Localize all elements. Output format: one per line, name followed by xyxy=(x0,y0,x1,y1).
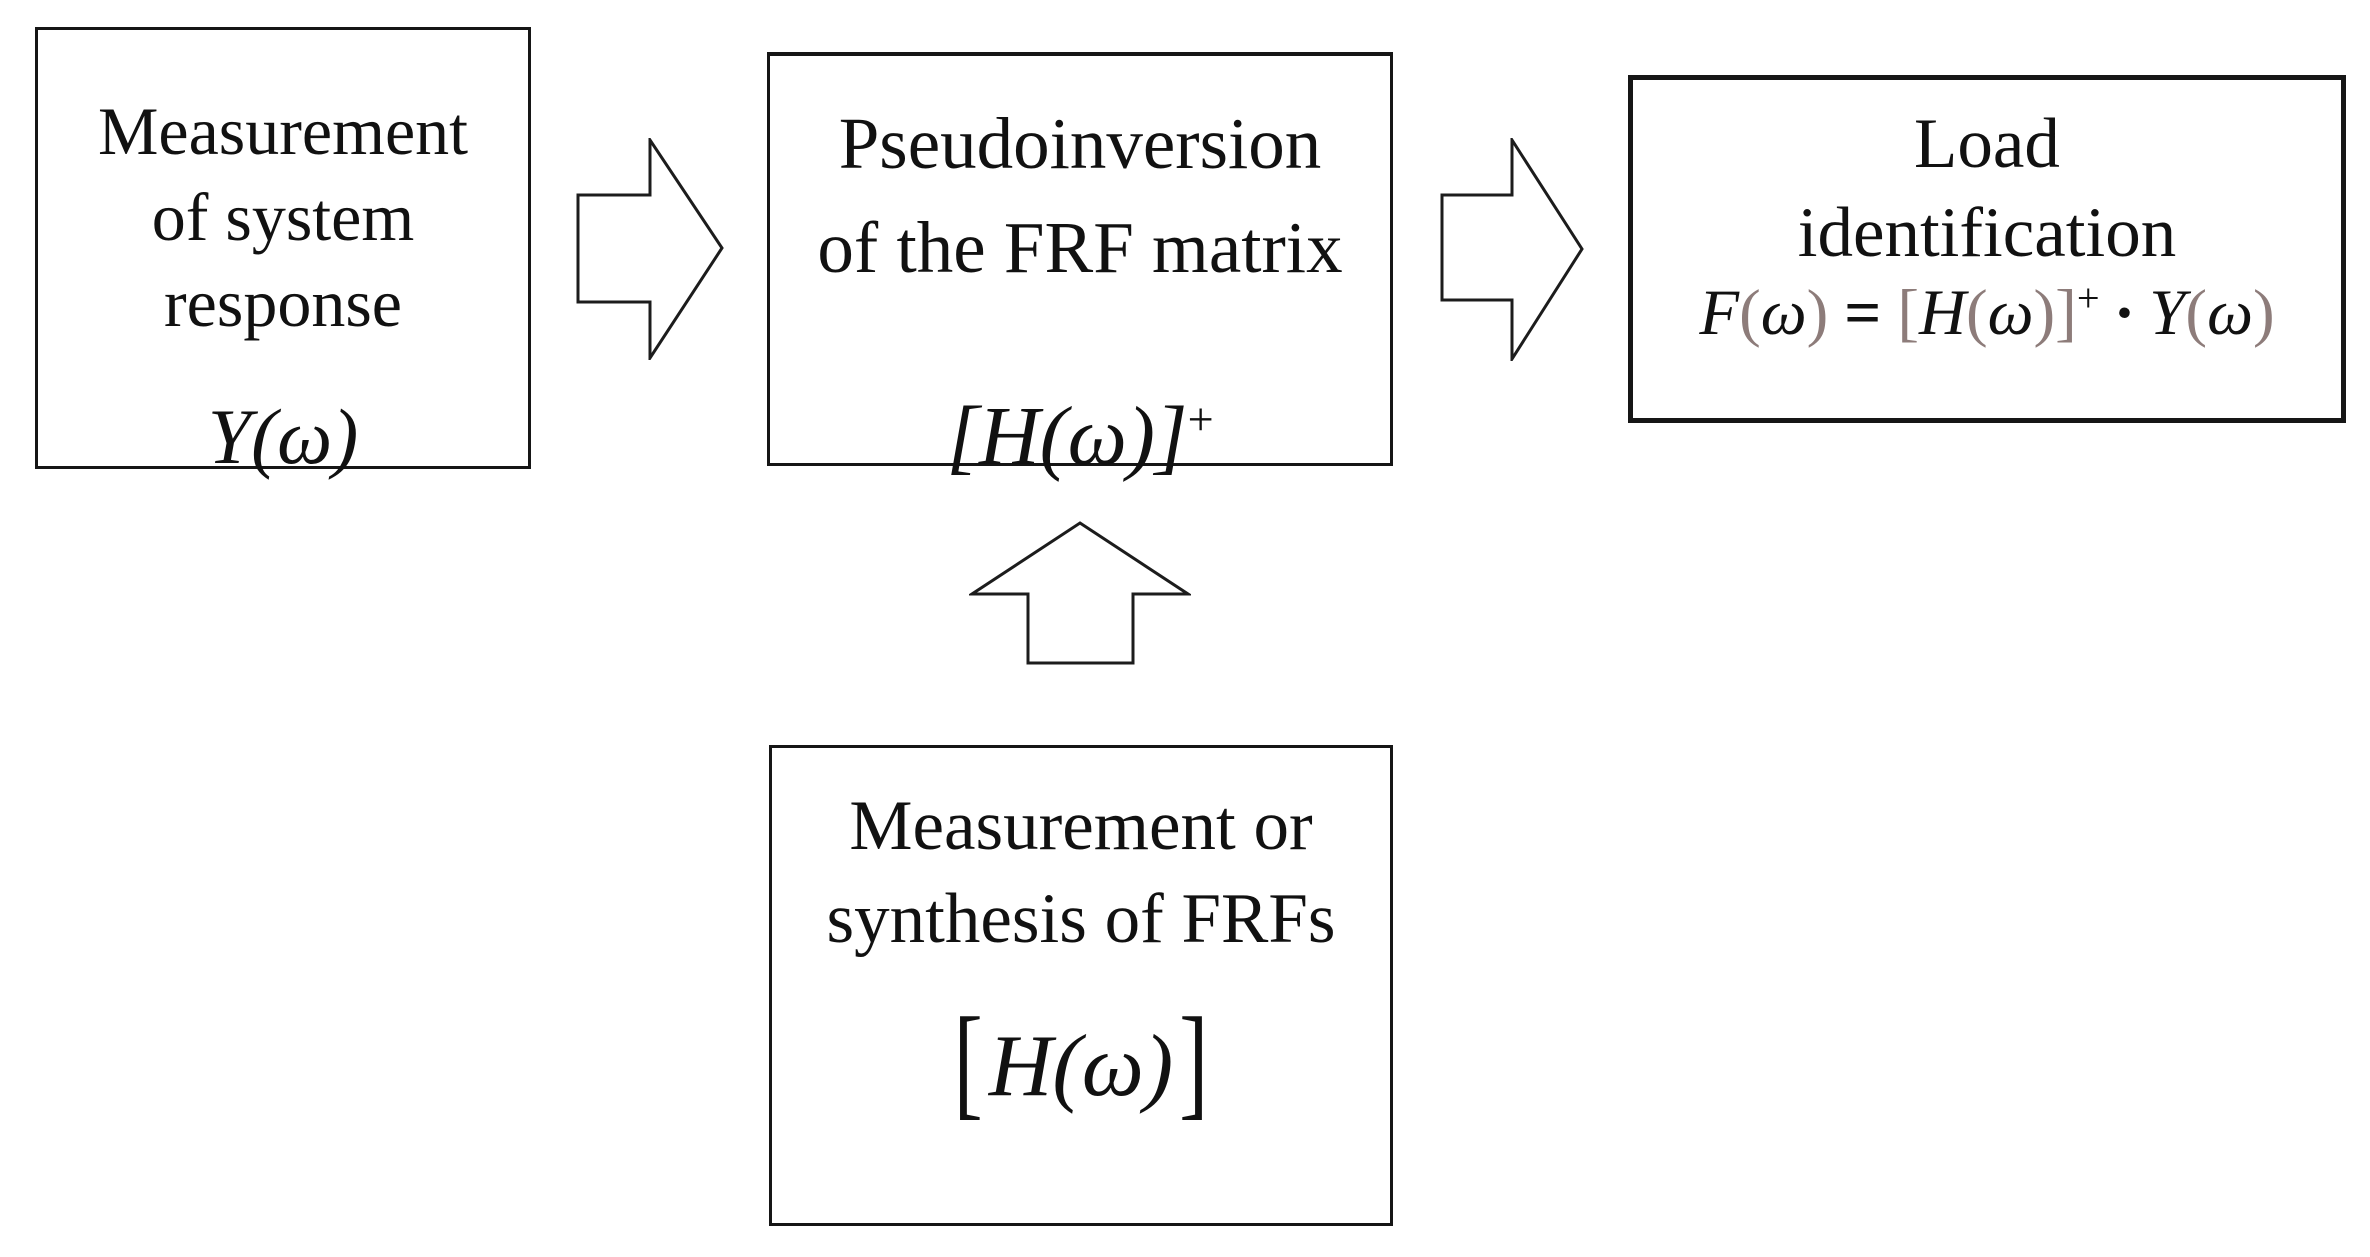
formula-symbol-H: H xyxy=(1919,277,1966,349)
label-line: response xyxy=(164,265,402,341)
label-line: Measurement xyxy=(97,93,469,169)
right-arrow-icon xyxy=(1440,138,1584,361)
label-line: of system xyxy=(151,179,415,255)
formula-symbol-omega: ω xyxy=(1760,277,1807,349)
formula-load-identification: F(ω)=[H(ω)]+·Y(ω) xyxy=(1633,276,2341,351)
formula-bracket: [ xyxy=(1897,277,1919,349)
box-load-identification-label: Load identification xyxy=(1633,100,2341,278)
box-measurement-label: Measurement of system response xyxy=(38,88,528,346)
formula-h-omega-matrix: [H(ω)] xyxy=(772,994,1390,1132)
label-line: Load xyxy=(1914,105,2060,183)
label-line: identification xyxy=(1797,194,2177,272)
formula-paren: ( xyxy=(1965,277,1988,349)
formula-paren: ( xyxy=(1739,277,1761,349)
formula-base: [H(ω)] xyxy=(946,390,1188,483)
formula-paren: ) xyxy=(2033,277,2056,349)
label-line: Measurement or xyxy=(849,787,1313,865)
label-line: synthesis of FRFs xyxy=(826,880,1336,958)
box-frf-label: Measurement or synthesis of FRFs xyxy=(772,780,1390,966)
right-arrow-icon xyxy=(576,138,724,360)
formula-big-bracket-open: [ xyxy=(953,994,983,1132)
box-load-identification: Load identification F(ω)=[H(ω)]+·Y(ω) xyxy=(1628,75,2346,423)
formula-symbol-omega: ω xyxy=(2207,277,2253,349)
formula-y-omega: Y(ω) xyxy=(207,393,359,480)
formula-symbol-F: F xyxy=(1699,277,1740,349)
up-arrow-icon xyxy=(969,521,1191,665)
formula-paren: ) xyxy=(1806,277,1829,349)
formula-superscript-plus: + xyxy=(2076,275,2100,321)
formula-body: H(ω) xyxy=(988,1018,1174,1115)
label-line: Pseudoinversion xyxy=(838,103,1322,184)
formula-bracket: ] xyxy=(2055,277,2077,349)
formula-symbol-Y: Y xyxy=(2149,277,2186,349)
formula-equals: = xyxy=(1844,277,1882,349)
box-measurement-or-synthesis-of-frfs: Measurement or synthesis of FRFs [H(ω)] xyxy=(769,745,1393,1226)
label-line: of the FRF matrix xyxy=(817,207,1343,288)
box-pseudoinversion-frf-matrix: Pseudoinversion of the FRF matrix [H(ω)]… xyxy=(767,52,1393,483)
formula-superscript-plus: + xyxy=(1187,394,1214,445)
formula-h-omega-pseudoinverse: [H(ω)]+ xyxy=(770,388,1390,485)
formula-paren: ) xyxy=(2252,277,2275,349)
formula-paren: ( xyxy=(2185,277,2208,349)
box-measurement-of-system-response: Measurement of system response Y(ω) xyxy=(35,27,531,480)
box-pseudoinversion-label: Pseudoinversion of the FRF matrix xyxy=(770,92,1390,300)
formula-symbol-omega: ω xyxy=(1987,277,2034,349)
formula-multiplication-dot: · xyxy=(2113,277,2136,349)
formula-big-bracket-close: ] xyxy=(1179,994,1209,1132)
